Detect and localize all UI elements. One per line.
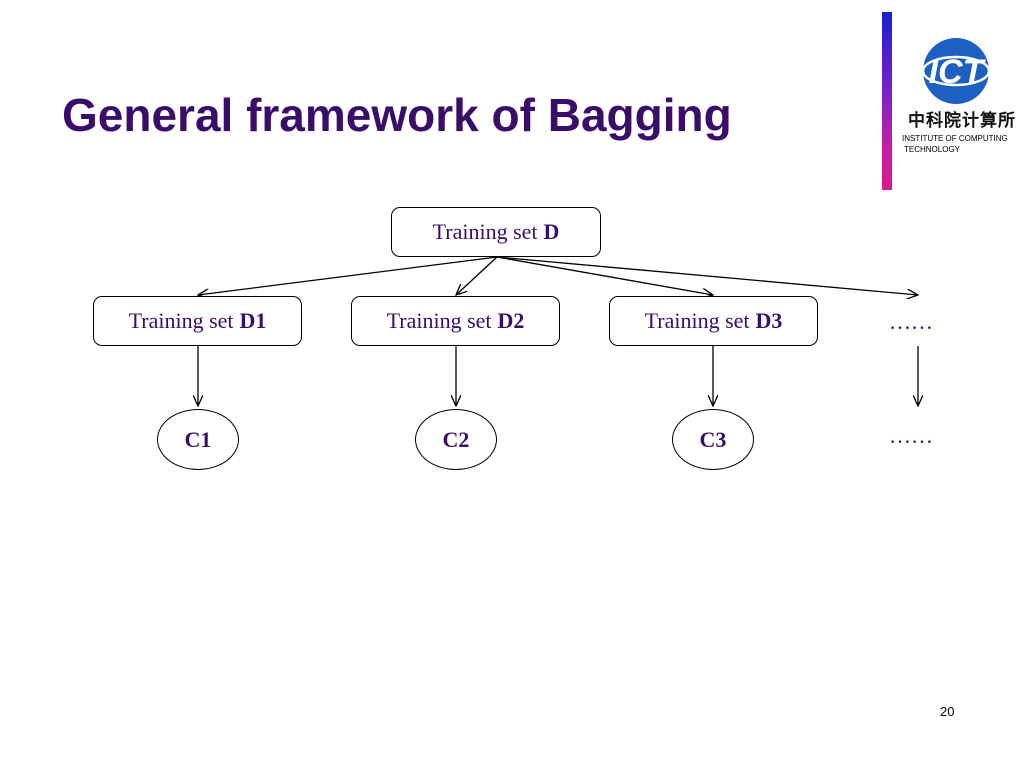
node-training-set-d1-name: D1 [239,308,267,333]
node-more-subsets: …… [889,309,933,334]
arrow-d-to-d1 [198,256,498,295]
svg-text:ICT: ICT [929,53,987,91]
page-number: 20 [940,704,955,719]
node-training-set-d3-prefix: Training set [644,308,750,333]
slide-title: General framework of Bagging [62,89,732,141]
accent-bar [882,12,892,190]
arrow-d-to-d3 [496,256,713,295]
node-training-set-d-prefix: Training set [432,219,538,244]
logo-english-name: INSTITUTE OF COMPUTING TECHNOLOGY [902,133,1008,155]
node-classifier-c1: C1 [157,409,239,470]
arrow-d-to-d2 [456,256,498,295]
node-training-set-d2-name: D2 [497,308,525,333]
node-classifier-c2: C2 [415,409,497,470]
ict-logo: ICT 中科院计算所 INSTITUTE OF COMPUTING TECHNO… [898,36,1018,160]
node-training-set-d1-prefix: Training set [128,308,234,333]
node-training-set-d-name: D [543,219,560,244]
logo-english-line2: TECHNOLOGY [904,145,961,154]
node-training-set-d3-name: D3 [755,308,783,333]
logo-english-line1: INSTITUTE OF COMPUTING [902,134,1008,143]
ict-logo-emblem: ICT [921,38,991,104]
node-training-set-d2-prefix: Training set [386,308,492,333]
node-more-classifiers: …… [889,423,933,448]
node-classifier-c3: C3 [672,409,754,470]
arrow-d-to-more [496,256,918,295]
logo-chinese-name: 中科院计算所 [908,111,1016,131]
